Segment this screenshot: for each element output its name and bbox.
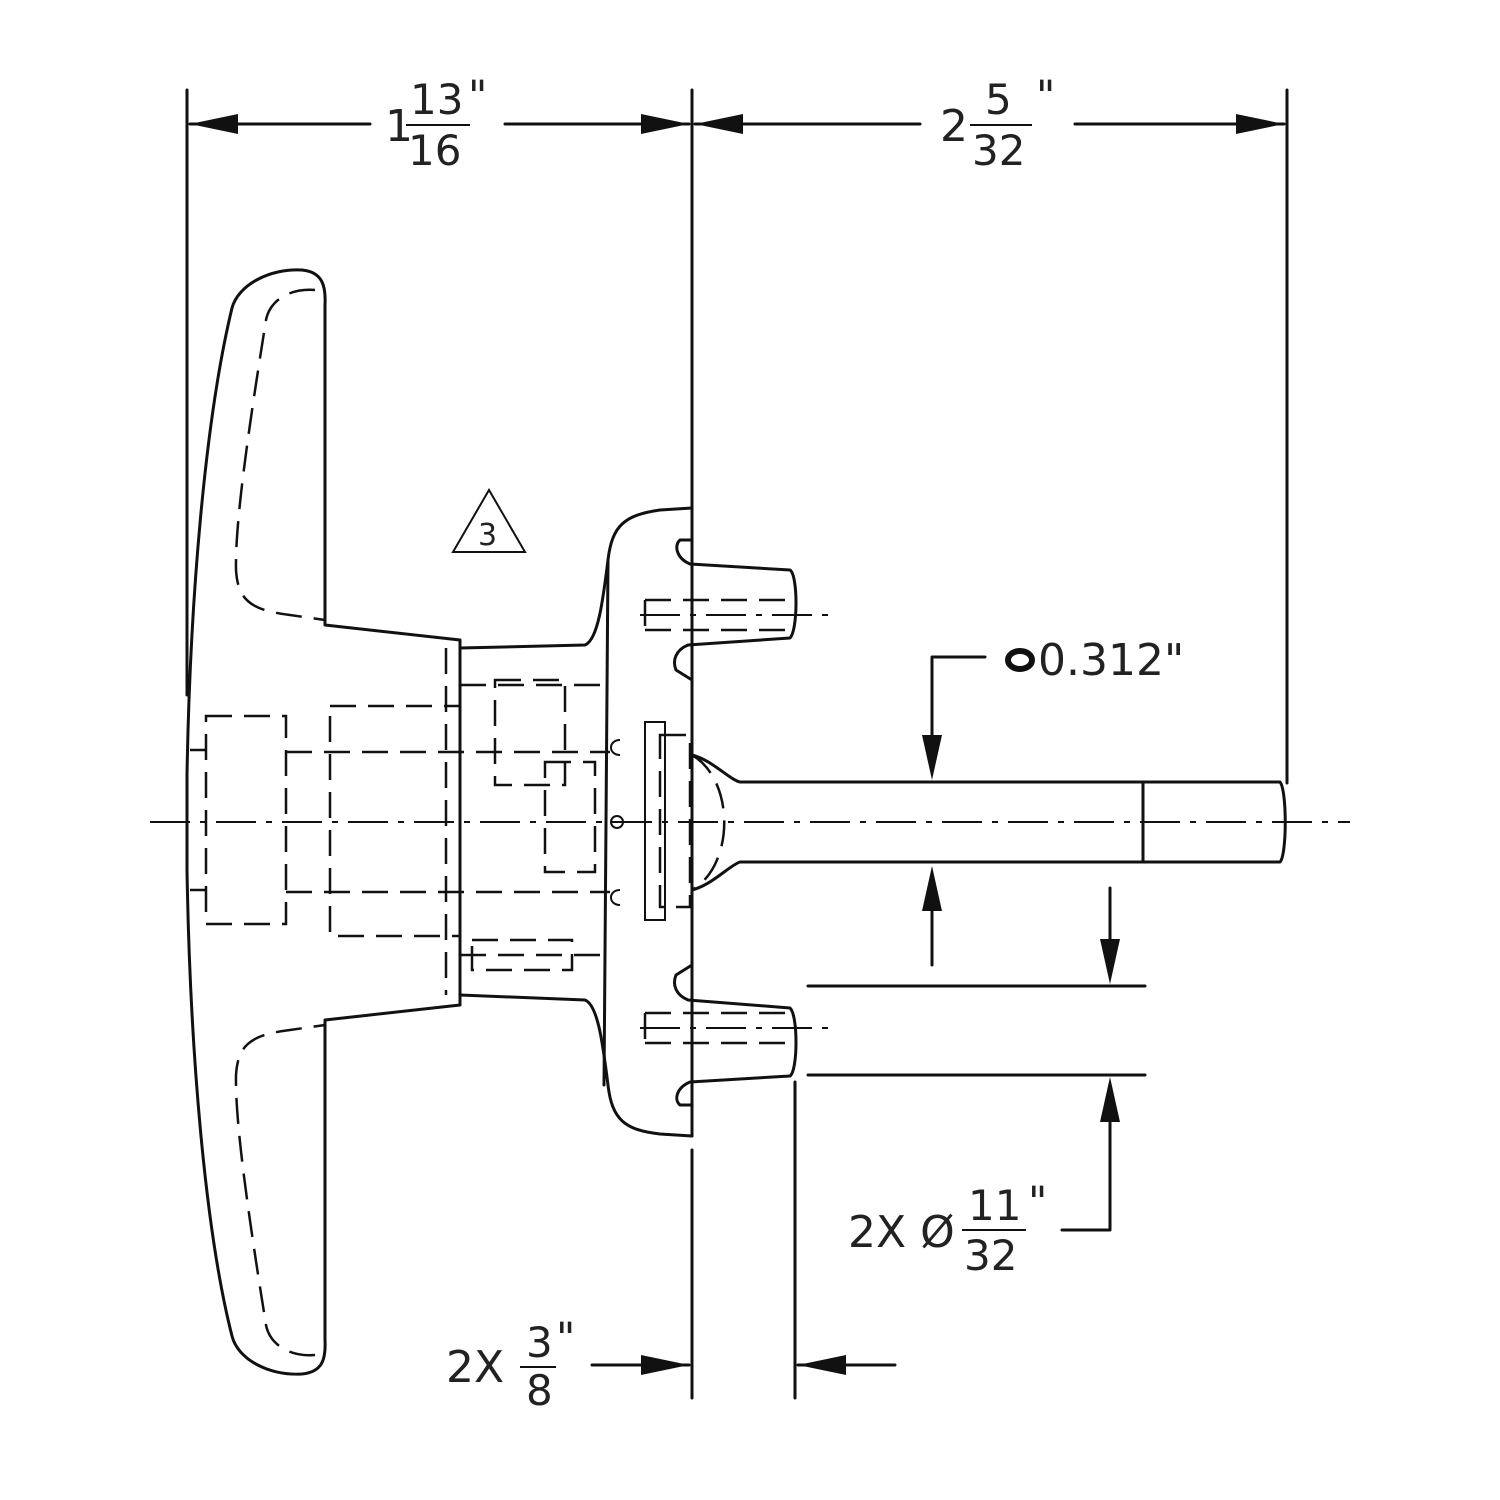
extension-lines [185,88,1289,1400]
dim-handle-den: 16 [408,126,461,175]
dimension-mount-holes: 2X Ø 11 32 " [806,886,1147,1280]
dim-shaft-unit: " [1036,71,1055,120]
dimension-shaft-diameter: 0.312" [922,635,1184,967]
callout-triangle-note: 3 [451,488,527,553]
callout-number: 3 [478,518,497,553]
dim-handle-unit: " [468,71,487,120]
dim-spacer-unit: " [556,1313,575,1362]
dim-shaft-den: 32 [972,126,1025,175]
dim-handle-whole: 1 [385,101,413,152]
dim-shaft-diameter: 0.312" [1038,635,1184,686]
dimension-shaft-length: 2 5 32 " [693,71,1286,175]
diameter-symbol-icon [1005,648,1035,672]
dim-holes-num: 11 [968,1181,1021,1230]
dim-holes-prefix: 2X Ø [848,1207,955,1258]
dim-holes-unit: " [1028,1177,1047,1226]
dim-handle-num: 13 [410,75,463,124]
dimension-overall-handle: 1 13 16 " [188,71,691,175]
dimension-spacer: 2X 3 8 " [446,1313,897,1415]
dim-spacer-num: 3 [526,1318,553,1367]
dim-spacer-den: 8 [526,1366,553,1415]
lock-body-hidden [190,678,610,972]
dim-spacer-prefix: 2X [446,1342,504,1393]
dim-shaft-num: 5 [985,75,1012,124]
dim-shaft-whole: 2 [940,101,968,152]
dim-holes-den: 32 [964,1231,1017,1280]
